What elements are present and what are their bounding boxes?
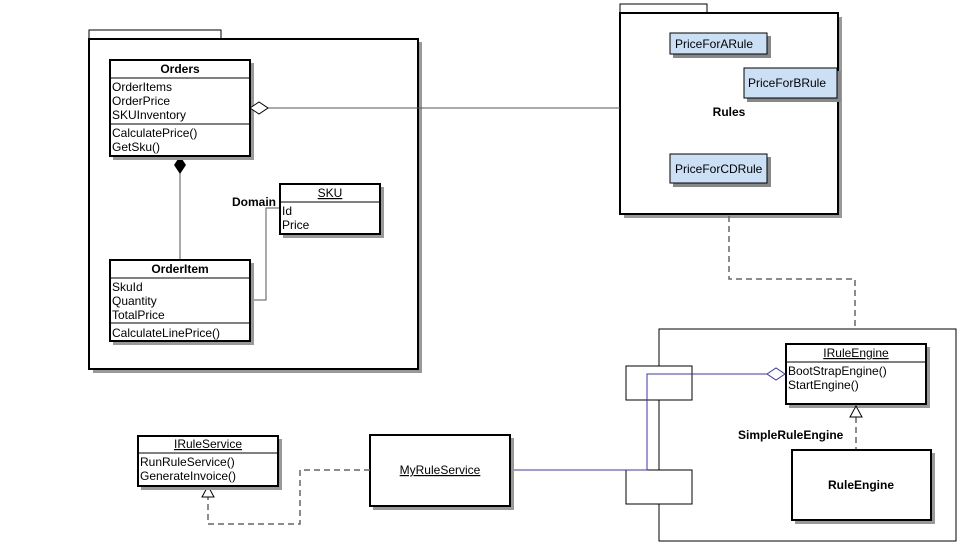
rule-item-label: PriceForBRule [748, 76, 826, 90]
class-orders-name: Orders [160, 62, 200, 76]
class-iruleengine-method: BootStrapEngine() [788, 364, 887, 378]
rule-item[interactable]: PriceForCDRule [669, 153, 771, 187]
class-orderitem-name: OrderItem [151, 262, 208, 276]
service-realization[interactable] [201, 469, 370, 525]
class-iruleengine-name: IRuleEngine [823, 346, 889, 360]
rule-item-label: PriceForCDRule [675, 162, 763, 176]
class-orderitem-attr: SkuId [112, 280, 143, 294]
orderitem-sku-connector[interactable] [250, 207, 280, 301]
class-orderitem[interactable]: OrderItem SkuId Quantity TotalPrice Calc… [109, 259, 254, 345]
composition-diamond [174, 156, 186, 174]
engine-package-label: SimpleRuleEngine [738, 428, 844, 442]
class-myruleservice[interactable]: MyRuleService [369, 434, 514, 510]
realization-arrowhead [201, 484, 215, 498]
class-orders-method: GetSku() [112, 140, 160, 154]
service-engine-connector[interactable] [511, 367, 786, 471]
ruleengine-realization[interactable] [849, 404, 863, 450]
class-ruleengine[interactable]: RuleEngine [791, 449, 935, 524]
class-iruleengine[interactable]: IRuleEngine BootStrapEngine() StartEngin… [785, 343, 930, 408]
class-iruleservice-method: RunRuleService() [140, 455, 235, 469]
class-ruleengine-name: RuleEngine [828, 478, 894, 492]
package-port [625, 365, 693, 401]
class-orders-attr: OrderItems [112, 80, 172, 94]
domain-package-label: Domain [232, 195, 276, 209]
rules-package-label: Rules [713, 105, 746, 119]
class-iruleservice[interactable]: IRuleService RunRuleService() GenerateIn… [137, 435, 282, 490]
package-port [625, 469, 693, 505]
aggregation-diamond [249, 101, 269, 115]
class-sku-name: SKU [318, 186, 343, 200]
class-iruleservice-name: IRuleService [174, 437, 242, 451]
class-orders-method: CalculatePrice() [112, 126, 197, 140]
class-sku[interactable]: SKU Id Price [279, 183, 384, 238]
class-orders-attr: SKUInventory [112, 108, 186, 122]
class-iruleservice-method: GenerateInvoice() [140, 469, 236, 483]
class-orderitem-attr: TotalPrice [112, 308, 165, 322]
class-iruleengine-method: StartEngine() [788, 378, 859, 392]
composition-connector[interactable] [174, 156, 186, 260]
aggregation-connector[interactable] [249, 101, 620, 115]
class-sku-attr: Id [282, 204, 292, 218]
rule-item[interactable]: PriceForBRule [743, 67, 841, 102]
class-orderitem-attr: Quantity [112, 294, 157, 308]
class-orderitem-method: CalculateLinePrice() [112, 326, 220, 340]
realization-arrowhead [849, 404, 863, 418]
class-myruleservice-name: MyRuleService [400, 463, 481, 477]
rule-item-label: PriceForARule [675, 37, 753, 51]
class-orders-attr: OrderPrice [112, 94, 170, 108]
aggregation-diamond [766, 367, 786, 381]
class-orders[interactable]: Orders OrderItems OrderPrice SKUInventor… [109, 59, 254, 160]
class-sku-attr: Price [282, 218, 310, 232]
rules-engine-dependency[interactable] [728, 216, 862, 343]
rule-item[interactable]: PriceForARule [669, 32, 771, 58]
